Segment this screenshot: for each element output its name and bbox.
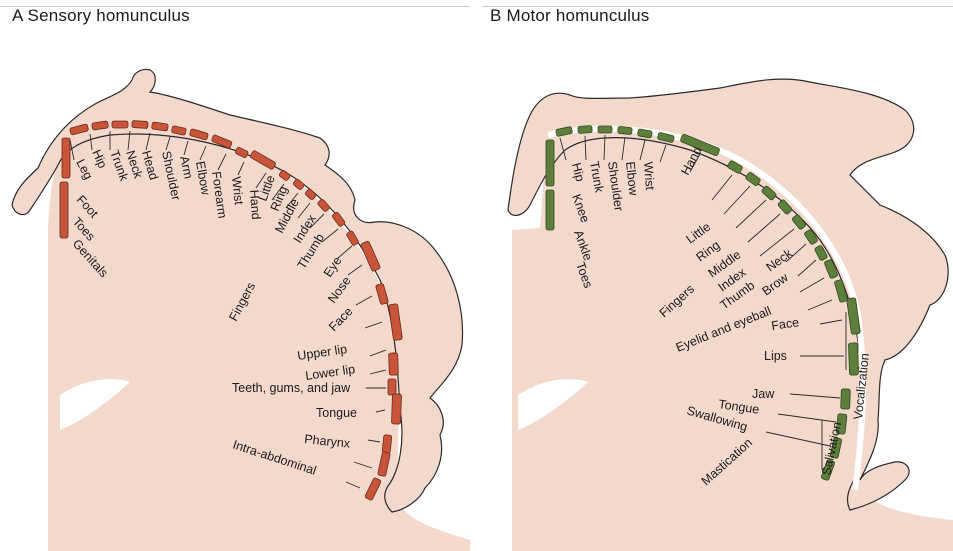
label-wrist-motor: Wrist xyxy=(641,161,657,191)
label-jaw: Jaw xyxy=(752,387,775,401)
motor-panel: Hip Knee Ankle Toes Trunk Shoulder Elbow… xyxy=(508,79,953,551)
label-lips: Lips xyxy=(764,349,787,363)
label-teeth-gums-jaw: Teeth, gums, and jaw xyxy=(232,381,351,395)
label-wrist: Wrist xyxy=(229,176,246,206)
label-tongue: Tongue xyxy=(316,406,357,420)
sensory-panel: Leg Hip Trunk Neck Head Shoulder Arm Elb… xyxy=(12,69,470,551)
